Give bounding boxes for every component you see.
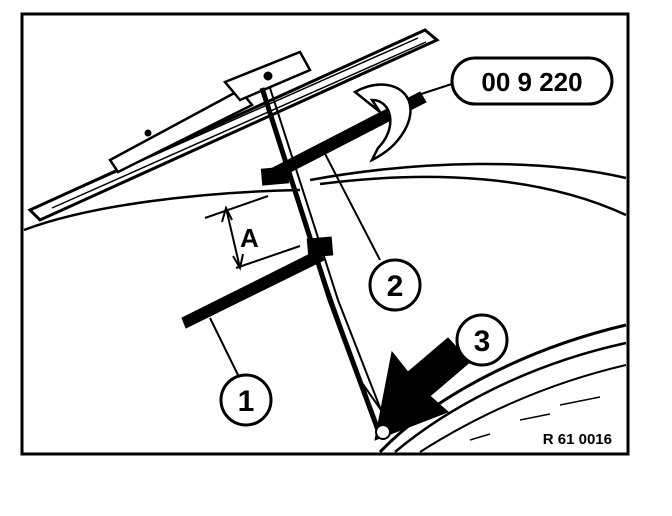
callout-2-label: 2	[387, 270, 404, 303]
callout-2: 2	[368, 258, 422, 312]
wiper-blade	[27, 28, 440, 222]
callout-3-label: 3	[474, 325, 491, 358]
windshield-outline	[23, 162, 627, 232]
callout-1-label: 1	[238, 385, 255, 418]
reference-code: R 61 0016	[543, 431, 612, 448]
dimension-a	[204, 195, 301, 271]
gauge-rod-lower	[181, 236, 334, 329]
callout-1: 1	[219, 373, 273, 427]
body-arc	[378, 323, 627, 454]
tool-number-callout: 00 9 220	[450, 56, 614, 106]
pivot-point	[375, 424, 391, 440]
gauge-rod-upper	[260, 91, 427, 186]
callout-3: 3	[455, 313, 509, 367]
rotation-arrow	[352, 83, 412, 163]
dimension-a-label: A	[240, 223, 259, 253]
tool-number-label: 00 9 220	[481, 67, 582, 97]
